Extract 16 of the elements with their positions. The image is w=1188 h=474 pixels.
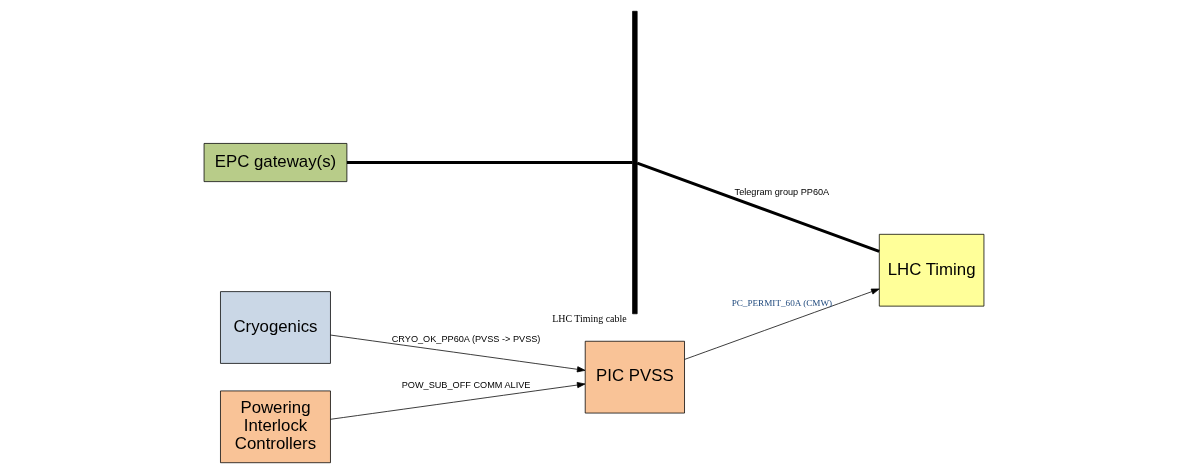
arrow [684,288,880,360]
node-box: Powering Interlock Controllers [220,390,331,464]
arrow [330,382,586,420]
connector [636,161,880,253]
node-box: PIC PVSS [584,340,685,414]
node-bar [632,10,638,315]
edge-label: POW_SUB_OFF COMM ALIVE [401,380,531,391]
arrow [330,334,586,373]
edge-label: CRYO_OK_PP60A (PVSS -> PVSS) [391,333,541,344]
node-label: LHC Timing cable [552,312,627,324]
node-box: Cryogenics [220,291,331,364]
connector [346,161,633,165]
edge-label: Telegram group PP60A [734,187,830,198]
node-box: LHC Timing [878,233,985,307]
edge-label: PC_PERMIT_60A (CMW) [731,297,833,308]
node-box: EPC gateway(s) [203,143,348,182]
